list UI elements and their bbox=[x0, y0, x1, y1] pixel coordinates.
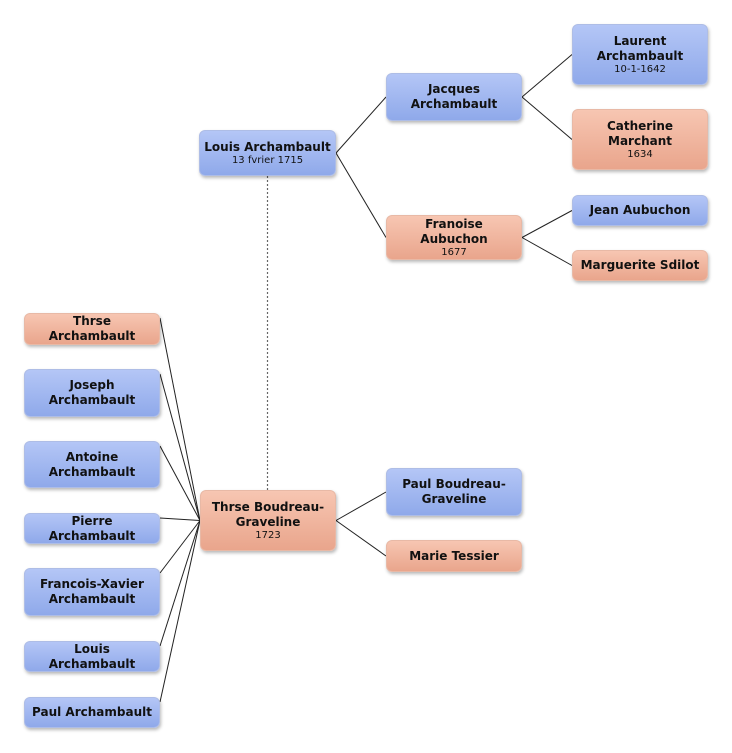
person-laurent-archambault[interactable]: Laurent Archambault 10-1-1642 bbox=[572, 24, 708, 85]
person-antoine-archambault[interactable]: Antoine Archambault bbox=[24, 441, 160, 488]
person-jean-aubuchon[interactable]: Jean Aubuchon bbox=[572, 195, 708, 226]
child-link-line bbox=[159, 520, 201, 647]
parent-link-line bbox=[335, 520, 387, 557]
person-francois-xavier-archambault[interactable]: Francois-Xavier Archambault bbox=[24, 568, 160, 616]
child-link-line bbox=[159, 520, 201, 574]
person-therese-archambault[interactable]: Thrse Archambault bbox=[24, 313, 160, 345]
person-date: 1634 bbox=[627, 148, 653, 160]
person-name: Marguerite Sdilot bbox=[580, 258, 700, 272]
person-pierre-archambault[interactable]: Pierre Archambault bbox=[24, 513, 160, 544]
person-louis-archambault-child[interactable]: Louis Archambault bbox=[24, 641, 160, 672]
person-name: Franoise Aubuchon bbox=[420, 216, 488, 246]
child-link-line bbox=[159, 445, 201, 521]
person-joseph-archambault[interactable]: Joseph Archambault bbox=[24, 369, 160, 417]
person-name: Joseph Archambault bbox=[48, 378, 136, 407]
person-name: Antoine Archambault bbox=[48, 449, 136, 479]
person-paul-archambault[interactable]: Paul Archambault bbox=[24, 697, 160, 728]
person-name: Paul Boudreau-Graveline bbox=[402, 477, 506, 506]
person-name: Laurent Archambault bbox=[596, 33, 684, 63]
person-marie-tessier[interactable]: Marie Tessier bbox=[386, 540, 522, 572]
child-link-line bbox=[159, 317, 201, 521]
person-date: 1723 bbox=[255, 529, 281, 541]
child-link-line bbox=[159, 373, 201, 521]
person-name: Thrse Boudreau-Graveline bbox=[211, 499, 325, 529]
person-name: Francois-Xavier Archambault bbox=[40, 577, 144, 606]
parent-link-line bbox=[335, 96, 387, 154]
parent-link-line bbox=[521, 54, 573, 98]
person-date: 1677 bbox=[441, 246, 467, 258]
person-date: 10-1-1642 bbox=[614, 63, 666, 75]
person-name: Paul Archambault bbox=[32, 705, 152, 719]
person-name: Louis Archambault bbox=[204, 139, 331, 154]
parent-link-line bbox=[521, 237, 573, 266]
parent-link-line bbox=[335, 152, 387, 238]
person-name: Jean Aubuchon bbox=[589, 203, 691, 217]
child-link-line bbox=[159, 517, 201, 521]
person-francoise-aubuchon[interactable]: Franoise Aubuchon 1677 bbox=[386, 215, 522, 260]
parent-link-line bbox=[521, 96, 573, 140]
person-marguerite-sdilot[interactable]: Marguerite Sdilot bbox=[572, 250, 708, 281]
person-name: Pierre Archambault bbox=[48, 513, 136, 543]
person-name: Jacques Archambault bbox=[410, 82, 498, 111]
person-catherine-marchant[interactable]: Catherine Marchant 1634 bbox=[572, 109, 708, 170]
person-louis-archambault[interactable]: Louis Archambault 13 fvrier 1715 bbox=[199, 130, 336, 176]
person-jacques-archambault[interactable]: Jacques Archambault bbox=[386, 73, 522, 121]
person-name: Marie Tessier bbox=[409, 548, 499, 563]
person-name: Louis Archambault bbox=[48, 641, 136, 671]
person-therese-boudreau-graveline[interactable]: Thrse Boudreau-Graveline 1723 bbox=[200, 490, 336, 551]
person-date: 13 fvrier 1715 bbox=[231, 154, 304, 166]
person-name: Catherine Marchant bbox=[606, 118, 674, 148]
parent-link-line bbox=[335, 491, 387, 521]
person-name: Thrse Archambault bbox=[48, 314, 136, 343]
child-link-line bbox=[159, 520, 201, 703]
parent-link-line bbox=[521, 210, 573, 238]
person-paul-boudreau-graveline[interactable]: Paul Boudreau-Graveline bbox=[386, 468, 522, 516]
